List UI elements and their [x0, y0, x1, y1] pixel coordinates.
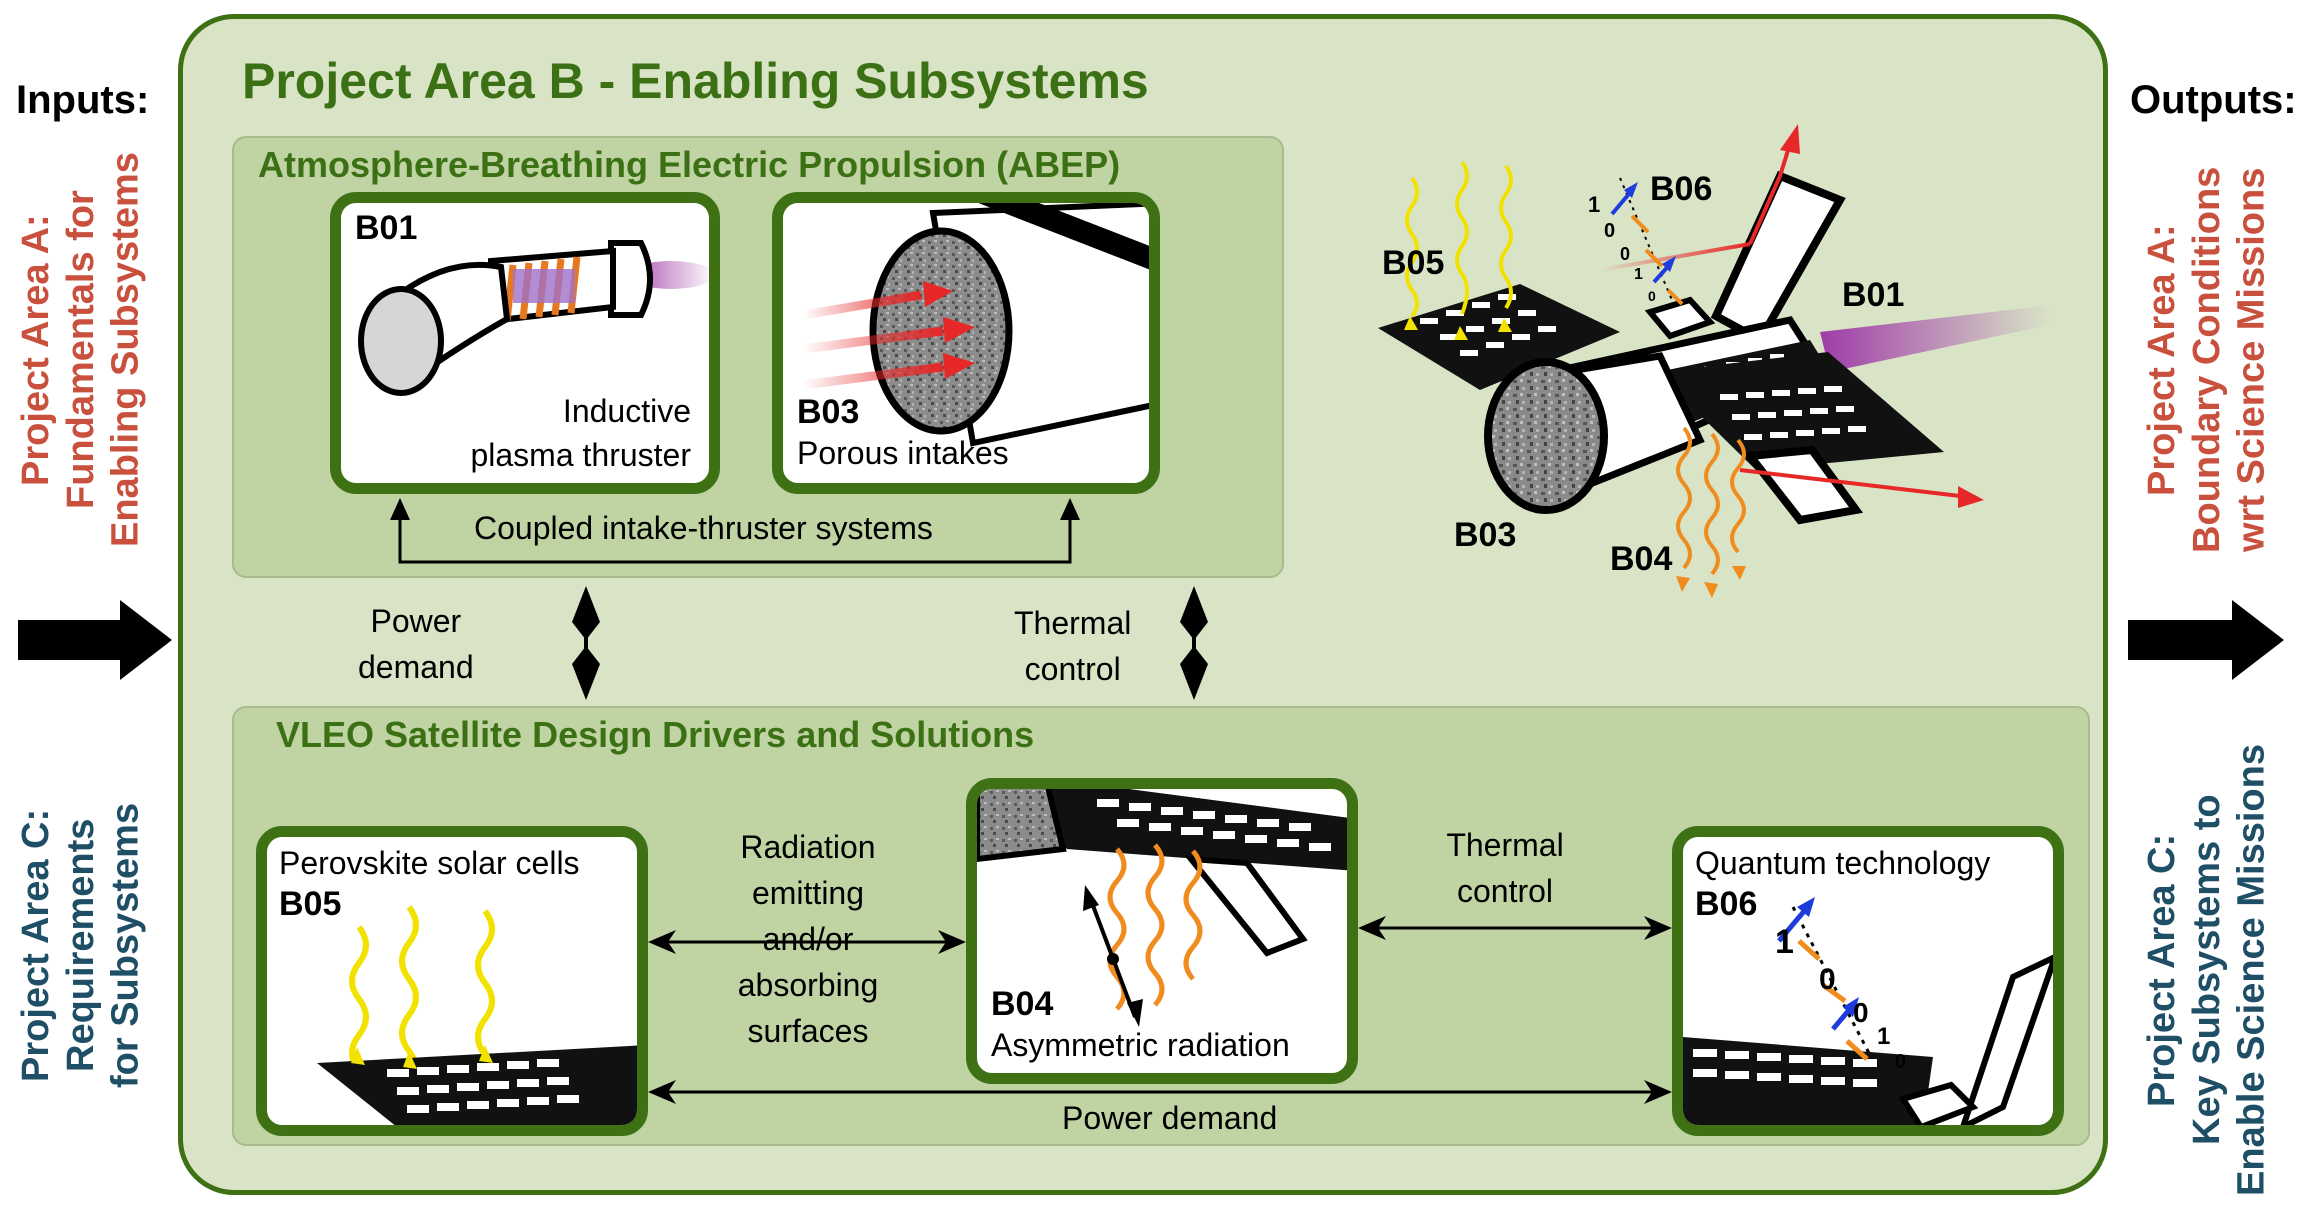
radiation-line3: and/or: [762, 921, 854, 957]
coupling-arrowhead-right-icon: [1060, 498, 1080, 520]
vleo-power-demand-label: Power demand: [1062, 1100, 1278, 1136]
sat-qubit-4: 1: [1634, 266, 1643, 283]
b04-caption: Asymmetric radiation: [991, 1027, 1290, 1063]
flow-right-arrowhead-icon: [1958, 486, 1984, 508]
b06-qubit-3: 0: [1853, 997, 1869, 1028]
b04-code: B04: [991, 985, 1054, 1023]
radiation-surfaces-label: Radiation emitting and/or absorbing surf…: [724, 824, 892, 1054]
main-title: Project Area B - Enabling Subsystems: [242, 53, 1149, 109]
thruster-illustration: [358, 240, 709, 396]
power-demand-link-label: Power demand: [358, 598, 474, 690]
outputs-heading: Outputs:: [2130, 78, 2297, 122]
power-demand-line2: demand: [358, 649, 474, 685]
thermal-control-double-arrow-icon: [1180, 586, 1208, 700]
thermal-control-line1: Thermal: [1014, 605, 1132, 641]
radiation-line2: emitting: [751, 875, 865, 911]
power-demand-double-arrow-icon: [572, 586, 600, 700]
b06-qubit-5: 0: [1895, 1051, 1907, 1073]
b01-caption-line1: Inductive: [562, 393, 691, 429]
b01-card: B01 Inductive plasma thruster: [330, 192, 720, 494]
sat-qubit-2: 0: [1604, 220, 1616, 242]
thermal-control-line2: control: [1024, 651, 1121, 687]
coupling-arrowhead-left-icon: [390, 498, 410, 520]
inputs-heading: Inputs:: [16, 78, 150, 122]
b05-caption: Perovskite solar cells: [279, 845, 580, 881]
b01-caption-line2: plasma thruster: [470, 437, 691, 473]
asymmetric-radiation-illustration: [977, 789, 1347, 1027]
flow-up-arrowhead-icon: [1780, 124, 1800, 154]
b01-code: B01: [355, 209, 418, 247]
vleo-thermal-control-label: Thermal control: [1430, 822, 1580, 914]
sat-qubit-5: 0: [1648, 288, 1656, 304]
b06-caption: Quantum technology: [1695, 845, 1991, 881]
power-double-arrow-icon: [648, 1080, 1672, 1104]
vleo-thermal-line1: Thermal: [1446, 827, 1564, 863]
sat-label-b05: B05: [1382, 244, 1445, 282]
b03-code: B03: [797, 393, 860, 431]
solar-cell-illustration: [317, 905, 637, 1125]
radiation-line5: surfaces: [747, 1013, 869, 1049]
vleo-thermal-line2: control: [1456, 873, 1554, 909]
thermal-double-arrow-icon: [1358, 916, 1672, 940]
coupling-label: Coupled intake-thruster systems: [474, 510, 933, 546]
input-arrow-icon: [18, 600, 172, 680]
b05-card: Perovskite solar cells B05: [256, 826, 648, 1136]
radiation-line1: Radiation: [740, 829, 876, 865]
sat-qubit-3: 0: [1620, 244, 1631, 264]
b04-card: B04 Asymmetric radiation: [966, 778, 1358, 1084]
power-demand-line1: Power: [370, 603, 462, 639]
sat-label-b01: B01: [1842, 276, 1905, 314]
radiation-double-arrow-icon: [648, 930, 966, 954]
sat-qubit-1: 1: [1588, 192, 1601, 217]
b06-code: B06: [1695, 885, 1758, 923]
b05-code: B05: [279, 885, 342, 923]
b03-caption: Porous intakes: [797, 435, 1009, 471]
sat-label-b04: B04: [1610, 540, 1673, 578]
quantum-illustration: [1683, 897, 2053, 1125]
b06-qubit-4: 1: [1877, 1023, 1891, 1050]
abep-title: Atmosphere-Breathing Electric Propulsion…: [258, 144, 1121, 185]
output-arrow-icon: [2128, 600, 2284, 680]
sat-label-b06: B06: [1650, 170, 1713, 208]
intake-illustration: [802, 203, 1149, 447]
thermal-control-link-label: Thermal control: [1014, 600, 1131, 692]
sat-label-b03: B03: [1454, 516, 1517, 554]
b06-qubit-2: 0: [1819, 963, 1836, 996]
radiation-line4: absorbing: [737, 967, 879, 1003]
vleo-title: VLEO Satellite Design Drivers and Soluti…: [276, 714, 1035, 755]
b06-card: Quantum technology B06 1 0 0 1 0: [1672, 826, 2064, 1136]
b03-card: B03 Porous intakes: [772, 192, 1160, 494]
b06-qubit-1: 1: [1775, 923, 1794, 961]
